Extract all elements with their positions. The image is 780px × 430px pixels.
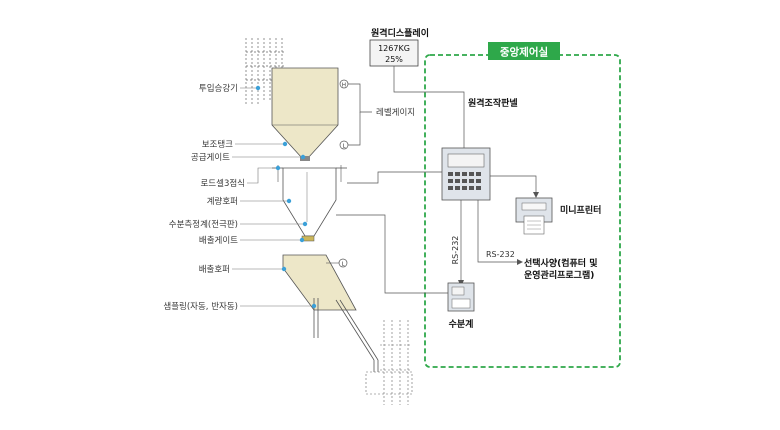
label-load-cell: 로드셀3점식: [200, 178, 245, 189]
remote-display-title: 원격디스플레이: [371, 27, 429, 39]
discharge-hopper: [282, 254, 357, 311]
moisture-meter-icon: [447, 282, 475, 312]
label-discharge-hopper: 배출호퍼: [199, 264, 230, 275]
label-bucket-elevator: 투입승강기: [199, 83, 238, 94]
label-supply-gate: 공급게이트: [191, 152, 230, 163]
label-sampling: 샘플링(자동, 반자동): [163, 301, 238, 312]
remote-panel-label: 원격조작판넬: [468, 97, 518, 109]
supply-gate-shape: [300, 156, 310, 161]
control-room-title-badge: [488, 42, 560, 60]
leader-lines: [232, 87, 314, 307]
label-weighing-hopper: 계량호퍼: [207, 196, 238, 207]
mini-printer-icon: [515, 197, 553, 235]
level-sensor-high-letter: H: [342, 83, 346, 89]
leader-dots: [255, 85, 317, 309]
option-label-line2: 운영관리프로그램): [524, 269, 594, 281]
sampling-dashed-outline: [365, 320, 413, 405]
rs232-horizontal-label: RS-232: [486, 250, 515, 259]
label-discharge-gate: 배출게이트: [199, 235, 238, 246]
signal-lines: [336, 66, 537, 294]
level-gauge-connector: [348, 83, 372, 146]
label-moisture-sensor: 수분측정계(전극판): [169, 219, 238, 230]
option-label-line1: 선택사양(컴퓨터 및: [524, 257, 598, 269]
control-room-title: 중앙제어실: [500, 46, 548, 59]
remote-display-moisture: 25%: [385, 55, 403, 64]
auxiliary-tank: [271, 67, 339, 159]
remote-display-box: [369, 39, 419, 67]
label-auxiliary-tank: 보조탱크: [202, 139, 233, 150]
bucket-elevator: [245, 38, 284, 105]
discharge-hopper-sensor-letter: L: [341, 262, 345, 268]
rs232-vertical-label: RS-232: [451, 236, 460, 265]
remote-display-weight: 1267KG: [378, 44, 410, 53]
moisture-meter-label: 수분계: [449, 318, 474, 330]
mini-printer-label: 미니프린터: [560, 204, 601, 216]
level-gauge-label: 레벨게이지: [376, 107, 415, 118]
level-sensor-low-letter: L: [342, 144, 346, 150]
remote-operation-panel: [441, 147, 491, 201]
